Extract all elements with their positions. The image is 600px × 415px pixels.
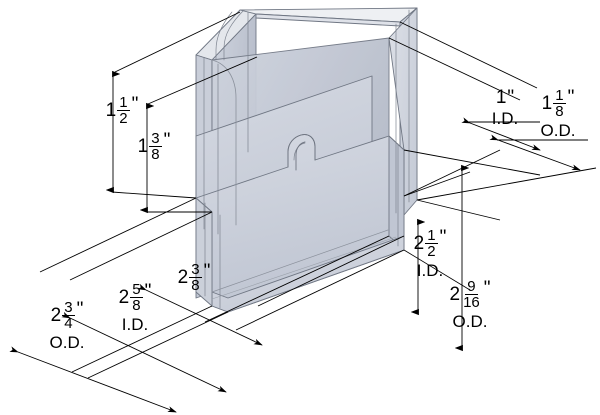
dim-denominator: 8 (151, 146, 160, 163)
dim-numerator: 3 (149, 130, 162, 147)
bottom-extension-lines (39, 197, 405, 379)
dim-label-depth-outer: 1 1 8 " O.D. (522, 88, 594, 139)
dim-plain-value: 1 (495, 87, 507, 108)
dim-denominator: 2 (119, 110, 128, 127)
dim-unit: " (507, 87, 515, 108)
dim-whole: 2 (118, 287, 130, 308)
dim-qualifier: O.D. (49, 333, 85, 352)
dim-whole: 1 (137, 136, 149, 157)
dim-label-width-front-panel: 2 3 8 " (166, 262, 222, 293)
dim-qualifier: I.D. (121, 315, 149, 334)
dim-whole: 1 (541, 93, 553, 114)
dim-whole: 2 (449, 284, 461, 305)
dim-label-width-inner: 2 5 8 " I.D. (104, 282, 166, 333)
dim-line-depth-outer (489, 134, 581, 171)
dim-fraction: 1 2 (117, 94, 130, 127)
dim-numerator: 1 (425, 227, 438, 244)
dim-whole: 2 (413, 233, 425, 254)
dim-unit: " (76, 299, 84, 320)
dim-fraction: 1 8 (553, 87, 566, 120)
dim-line-width-outer (9, 346, 177, 413)
dim-whole: 2 (50, 305, 62, 326)
top-right-extension-lines (388, 21, 597, 201)
holder-inner-left-curve (211, 59, 237, 226)
dim-unit: " (439, 227, 447, 248)
dim-label-depth-inner: 1 " I.D. (470, 88, 540, 127)
dim-label-width-outer: 2 3 4 " O.D. (36, 300, 98, 351)
dim-numerator: 1 (117, 94, 130, 111)
dim-qualifier: O.D. (452, 312, 488, 331)
dim-numerator: 3 (189, 261, 202, 278)
dim-unit: " (203, 261, 211, 282)
dim-denominator: 8 (555, 103, 564, 120)
dim-unit: " (131, 94, 139, 115)
dim-fraction: 5 8 (130, 281, 143, 314)
dim-unit: " (163, 130, 171, 151)
dim-qualifier: I.D. (491, 109, 519, 128)
dim-numerator: 3 (62, 299, 75, 316)
dim-numerator: 9 (465, 278, 478, 295)
dim-qualifier: I.D. (416, 261, 444, 280)
dim-fraction: 1 2 (425, 227, 438, 260)
dim-label-height-back-inner: 1 3 8 " (128, 131, 180, 162)
dim-label-height-front-outer: 2 9 16 " O.D. (435, 279, 505, 330)
dim-unit: " (483, 278, 491, 299)
dim-qualifier: O.D. (540, 121, 576, 140)
callout-underlines (469, 121, 588, 141)
dim-denominator: 16 (463, 294, 480, 311)
dim-unit: " (144, 281, 152, 302)
dim-whole: 2 (177, 267, 189, 288)
dim-denominator: 2 (427, 243, 436, 260)
dim-numerator: 1 (553, 87, 566, 104)
dim-label-height-back-outer: 1 1 2 " (96, 95, 148, 126)
dim-fraction: 3 8 (189, 261, 202, 294)
dim-fraction: 9 16 (461, 279, 482, 310)
dim-label-height-front-inner: 2 1 2 " I.D. (399, 228, 461, 279)
dim-unit: " (567, 87, 575, 108)
dim-fraction: 3 4 (62, 299, 75, 332)
dim-denominator: 4 (64, 315, 73, 332)
holder-thickness-lines (203, 9, 410, 309)
dim-whole: 1 (105, 100, 117, 121)
dim-fraction: 3 8 (149, 130, 162, 163)
holder-notch-edges (287, 134, 316, 171)
dim-numerator: 5 (130, 281, 143, 298)
dim-denominator: 8 (191, 277, 200, 294)
dim-denominator: 8 (132, 297, 141, 314)
